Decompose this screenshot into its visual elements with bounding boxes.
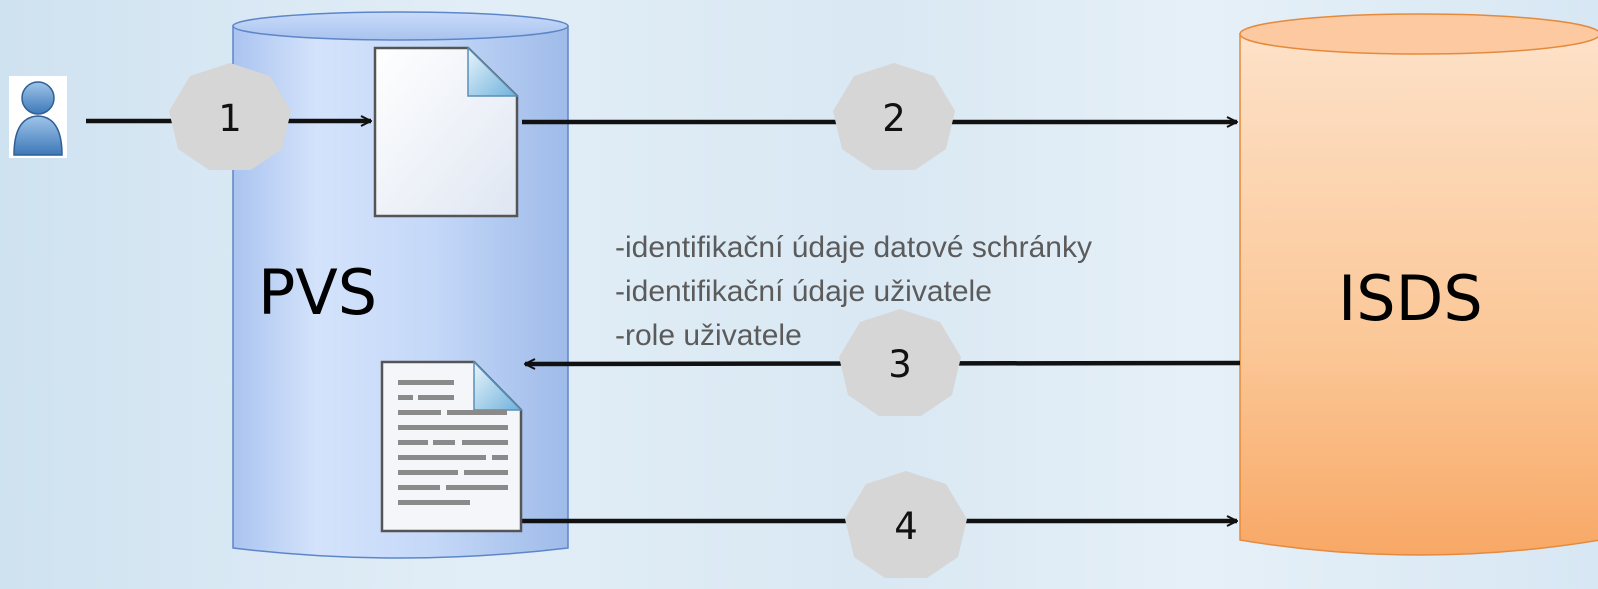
returned-info-list: -identifikační údaje datové schránky -id…	[615, 226, 1092, 358]
info-line-role: -role uživatele	[615, 319, 802, 352]
isds-cylinder	[1239, 13, 1598, 556]
info-line-uzivatel: -identifikační údaje uživatele	[615, 275, 992, 308]
isds-label: ISDS	[1338, 262, 1483, 335]
step-number-3: 3	[888, 343, 912, 386]
step-badge-3	[839, 309, 961, 416]
step-badge-1	[169, 63, 291, 170]
pvs-label: PVS	[258, 256, 378, 329]
blank-document-icon	[373, 46, 519, 218]
text-document-icon	[380, 360, 523, 533]
step-badge-4	[845, 471, 967, 578]
step-number-4: 4	[894, 505, 918, 548]
step-number-1: 1	[218, 97, 242, 140]
step-number-2: 2	[882, 97, 906, 140]
user-icon	[9, 76, 67, 158]
info-line-datova-schranka: -identifikační údaje datové schránky	[615, 231, 1092, 264]
step-badge-2	[833, 63, 955, 170]
